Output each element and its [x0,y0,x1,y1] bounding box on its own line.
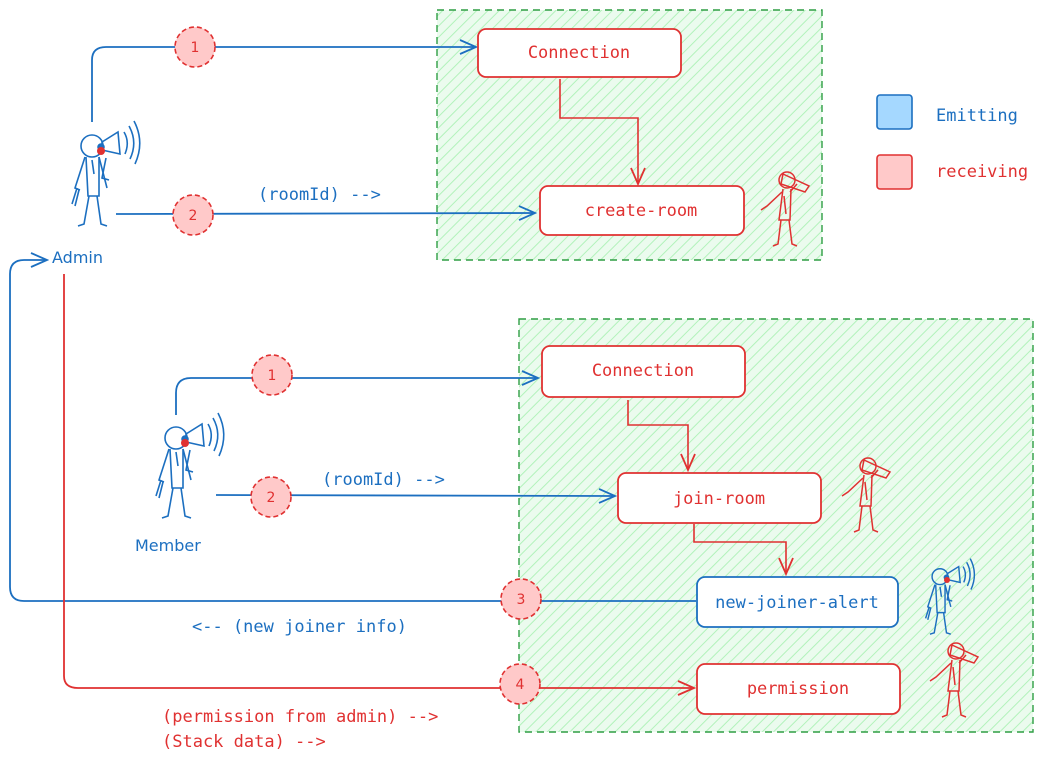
admin-step-2-badge: 2 [172,194,214,236]
admin-connection-label: Connection [528,43,630,63]
member-step-2-badge: 2 [250,476,292,518]
stack-data-annotation: (Stack data) --> [162,732,326,752]
member-room-id-annotation: (roomId) --> [322,470,445,490]
admin-connect-arrow [91,47,476,122]
permission-from-admin-annotation: (permission from admin) --> [162,707,438,727]
admin-room-id-annotation: (roomId) --> [258,185,381,205]
legend-emitting-swatch [876,94,913,130]
admin-speaker-figure [71,120,141,227]
admin-mic-dot [97,147,105,155]
svg-text:4: 4 [516,677,525,693]
join-room-label: join-room [673,489,765,509]
create-room-label: create-room [585,201,698,221]
step-4-badge: 4 [499,663,541,705]
join-room-box: join-room [617,472,822,524]
permission-arrow [63,274,694,688]
svg-text:1: 1 [268,368,277,384]
admin-connection-box: Connection [477,28,682,78]
join-room-to-alert-arrow [693,524,786,574]
member-connection-label: Connection [592,361,694,381]
svg-text:3: 3 [517,592,526,608]
member-step-1-badge: 1 [251,354,293,396]
member-label: Member [135,536,201,555]
member-connect-arrow [175,378,538,415]
admin-label: Admin [52,248,103,267]
member-mic-dot [181,439,189,447]
new-joiner-alert-label: new-joiner-alert [715,593,879,613]
new-joiner-info-arrow [9,260,696,602]
member-speaker-figure [155,412,225,519]
permission-box: permission [696,663,901,715]
admin-step-1-badge: 1 [174,26,216,68]
legend-receiving-swatch [876,154,913,190]
svg-text:2: 2 [267,490,276,506]
legend: Emitting receiving [876,94,1028,190]
legend-receiving-label: receiving [936,162,1028,182]
svg-text:1: 1 [191,40,200,56]
legend-emitting-label: Emitting [936,106,1018,126]
step-3-badge: 3 [500,578,542,620]
member-connection-to-join-room-arrow [627,400,688,470]
admin-connection-to-create-room-arrow [559,79,638,184]
new-joiner-info-annotation: <-- (new joiner info) [192,617,407,637]
new-joiner-alert-box: new-joiner-alert [696,576,899,628]
svg-text:2: 2 [189,208,198,224]
alert-mic-dot [944,577,950,583]
member-connection-box: Connection [541,345,746,398]
create-room-box: create-room [539,185,745,236]
permission-label: permission [747,679,849,699]
